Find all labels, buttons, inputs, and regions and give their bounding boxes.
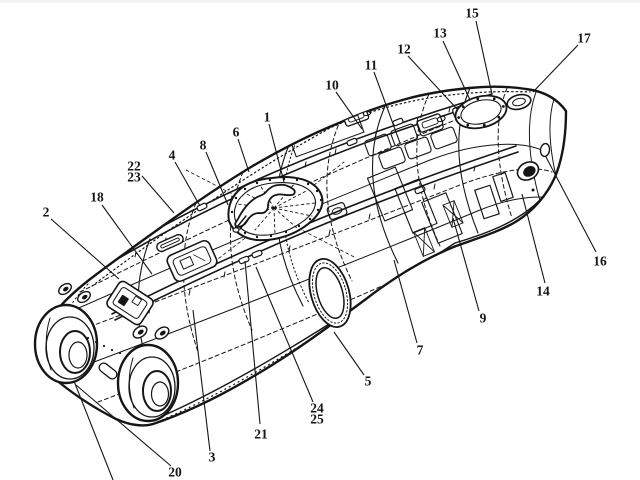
scan-artifact-strip xyxy=(0,0,640,3)
tail-slot-vent xyxy=(98,362,118,380)
hatch-bolts xyxy=(230,177,323,239)
ref-label-23: 23 xyxy=(127,170,141,185)
nose-grilles xyxy=(474,172,514,220)
side-port xyxy=(516,161,540,181)
ref-label-16: 16 xyxy=(593,254,607,269)
leader-line-23 xyxy=(141,175,175,214)
central-hatch xyxy=(185,161,357,263)
leader-line-5 xyxy=(333,331,365,376)
ref-label-14: 14 xyxy=(536,284,550,299)
grab-handle xyxy=(156,233,184,253)
ref-label-4: 4 xyxy=(169,148,176,163)
ref-label-7: 7 xyxy=(417,343,424,358)
tail-access-hatch xyxy=(106,280,154,326)
ref-label-12: 12 xyxy=(397,42,411,57)
leader-line-13 xyxy=(442,40,471,101)
leader-line-16 xyxy=(545,156,597,253)
leader-line-15 xyxy=(475,20,493,95)
ref-label-9: 9 xyxy=(480,311,487,326)
ref-label-3: 3 xyxy=(209,450,216,465)
ref-label-18: 18 xyxy=(90,190,104,205)
leader-line-11 xyxy=(373,71,401,144)
cropped-leader-line xyxy=(73,380,114,480)
ref-label-20: 20 xyxy=(168,465,182,480)
ref-label-2: 2 xyxy=(43,205,50,220)
ref-label-8: 8 xyxy=(200,138,207,153)
ref-label-15: 15 xyxy=(465,6,479,21)
tail-duct-far xyxy=(33,303,99,385)
leader-line-14 xyxy=(521,193,546,284)
nose-ring-fitting xyxy=(506,93,532,111)
porthole-window xyxy=(308,258,352,328)
leader-line-1 xyxy=(268,123,285,183)
rivet-dot xyxy=(531,188,535,192)
leader-line-20 xyxy=(75,384,172,467)
ref-label-25: 25 xyxy=(310,412,324,427)
ref-label-5: 5 xyxy=(365,374,372,389)
leader-line-18 xyxy=(101,204,153,275)
leader-line-17 xyxy=(532,44,579,93)
leader-line-6 xyxy=(237,138,250,173)
leader-line-3 xyxy=(192,309,211,452)
leader-line-8 xyxy=(205,151,229,206)
ref-label-1: 1 xyxy=(264,110,271,125)
tail-duct-near xyxy=(116,343,180,423)
frame-braces xyxy=(413,200,464,257)
leader-line-21 xyxy=(244,260,261,425)
small-oval-port xyxy=(539,142,551,158)
ref-label-24: 24 xyxy=(310,401,324,416)
side-access-hatch xyxy=(166,239,218,283)
ref-label-11: 11 xyxy=(365,58,378,73)
leader-line-12 xyxy=(407,55,459,111)
ref-label-10: 10 xyxy=(325,78,339,93)
leader-line-2 xyxy=(50,218,120,280)
ref-label-13: 13 xyxy=(433,26,447,41)
ref-label-17: 17 xyxy=(577,31,591,46)
tail-eyelet-fittings xyxy=(58,282,170,355)
leader-line-9 xyxy=(452,217,480,312)
leader-line-10 xyxy=(335,91,363,130)
ref-label-22: 22 xyxy=(127,159,141,174)
leader-line-4 xyxy=(174,161,201,207)
ref-label-6: 6 xyxy=(233,125,240,140)
ref-label-21: 21 xyxy=(254,427,268,442)
bolted-nose-hatch xyxy=(454,94,508,130)
leader-line-24 xyxy=(255,266,314,403)
leader-line-7 xyxy=(393,259,418,344)
